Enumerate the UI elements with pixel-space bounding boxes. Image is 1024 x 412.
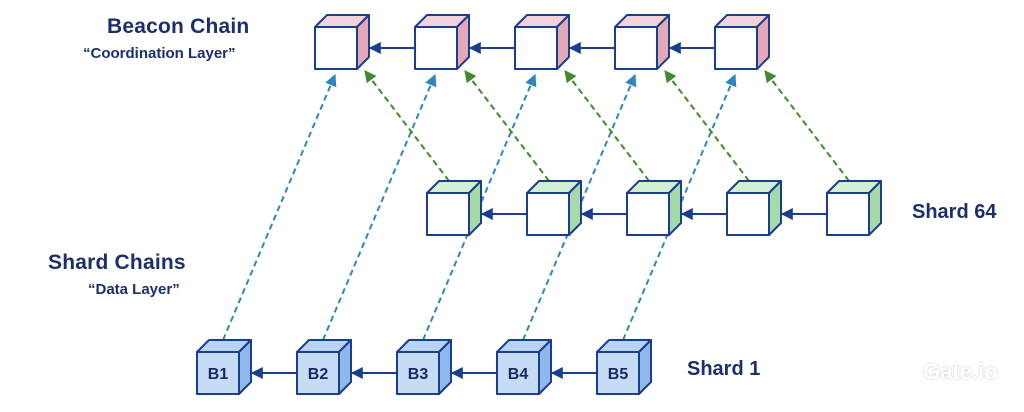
shard-chains-title: Shard Chains: [48, 251, 186, 274]
block-shard1-1: B1: [196, 339, 252, 395]
block-label: B1: [208, 366, 229, 383]
beacon-chain-subtitle: “Coordination Layer”: [83, 45, 236, 62]
shard-chains-subtitle: “Data Layer”: [88, 281, 180, 298]
block-shard1-3: B3: [396, 339, 452, 395]
block-label: B3: [408, 366, 429, 383]
block-shard64-1: [426, 180, 482, 236]
crosslink-shard1-to-beacon: [322, 73, 437, 341]
block-shard1-2: B2: [296, 339, 352, 395]
block-shard64-2: [526, 180, 582, 236]
shard-64-label: Shard 64: [912, 201, 997, 223]
crosslink-shard64-to-beacon: [364, 70, 450, 182]
block-label: B5: [608, 366, 629, 383]
beacon-chain-title: Beacon Chain: [107, 15, 250, 38]
gate-logo-icon: [896, 361, 918, 383]
block-shard1-5: B5: [596, 339, 652, 395]
block-beacon-5: [714, 14, 770, 70]
crosslink-shard64-to-beacon: [764, 70, 850, 182]
block-beacon-3: [514, 14, 570, 70]
crosslink-shard64-to-beacon: [464, 70, 550, 182]
gate-logo-text: Gate.io: [923, 359, 998, 384]
crosslink-shard64-to-beacon: [664, 70, 750, 182]
block-shard1-4: B4: [496, 339, 552, 395]
block-beacon-2: [414, 14, 470, 70]
blocks: B1 B2 B3 B4 B5: [196, 14, 882, 395]
block-beacon-1: [314, 14, 370, 70]
block-shard64-4: [726, 180, 782, 236]
block-beacon-4: [614, 14, 670, 70]
gate-logo: Gate.io: [896, 359, 998, 385]
chain-links: [250, 42, 826, 379]
block-shard64-3: [626, 180, 682, 236]
block-label: B4: [508, 366, 529, 383]
crosslink-shard1-to-beacon: [222, 73, 337, 341]
block-shard64-5: [826, 180, 882, 236]
block-label: B2: [308, 366, 329, 383]
crosslink-shard64-to-beacon: [564, 70, 650, 182]
shard-1-label: Shard 1: [687, 358, 761, 380]
